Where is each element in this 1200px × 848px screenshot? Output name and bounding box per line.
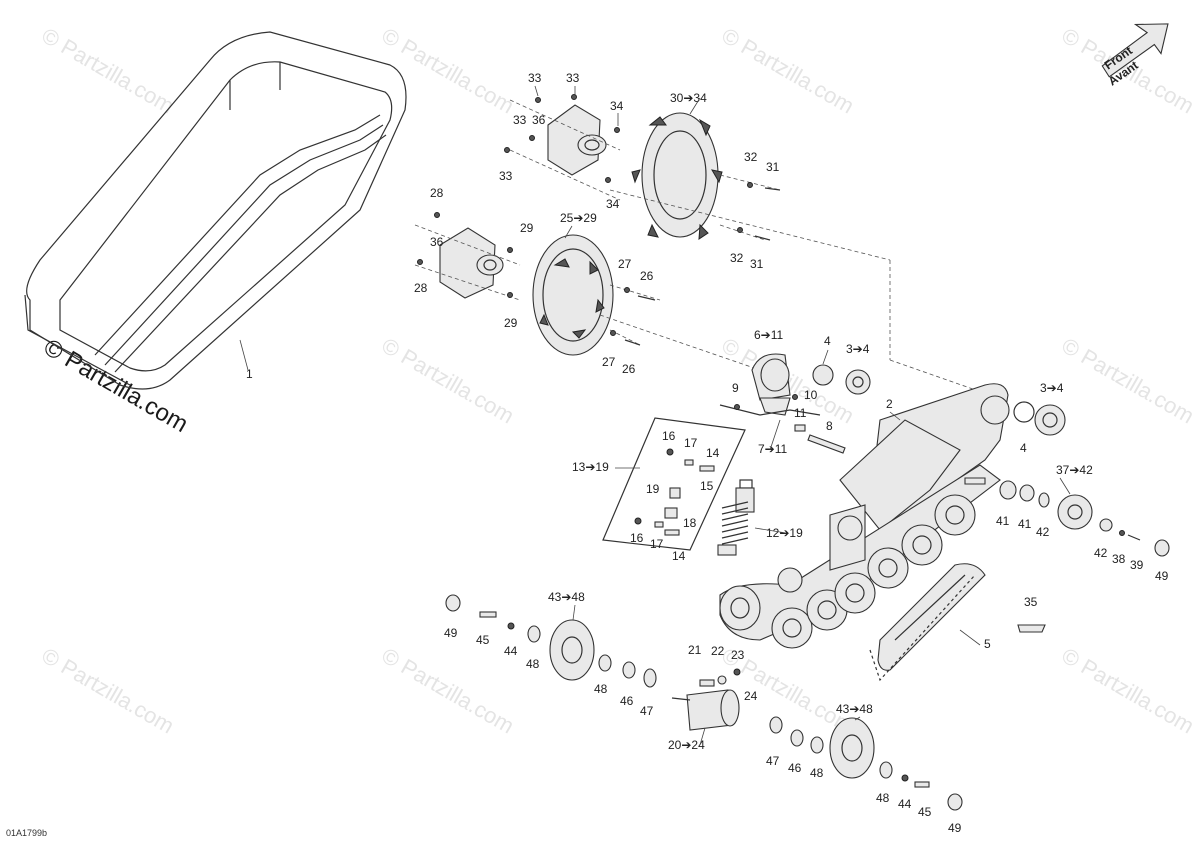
callout: 16	[630, 531, 644, 545]
callout: 36	[430, 235, 444, 249]
callout: 33	[499, 169, 513, 183]
callout: 45	[918, 805, 932, 819]
callout: 49	[444, 626, 458, 640]
shock-drawing	[602, 417, 755, 556]
callout: 34	[610, 99, 624, 113]
callout: 11	[794, 406, 807, 420]
callout: 17	[684, 436, 698, 450]
callout: 44	[504, 644, 518, 658]
slide-guide-drawing	[869, 563, 1046, 682]
callout: 37➔42	[1056, 463, 1093, 477]
watermark: © Partzilla.com	[378, 333, 519, 429]
callout: 10	[804, 388, 818, 402]
callout: 21	[688, 643, 702, 657]
callout: 23	[731, 648, 745, 662]
callout: 25➔29	[560, 211, 597, 225]
callout: 32	[730, 251, 744, 265]
callout: 3➔4	[846, 342, 870, 356]
callout: 9	[732, 381, 739, 395]
callout: 1	[246, 367, 253, 381]
callout: 49	[1155, 569, 1169, 583]
callout: 47	[640, 704, 654, 718]
callout: 43➔48	[548, 590, 585, 604]
callout: 48	[810, 766, 824, 780]
callout: 5	[984, 637, 991, 651]
callout: 7➔11	[758, 442, 788, 456]
watermark: © Partzilla.com	[378, 643, 519, 739]
callout: 26	[622, 362, 636, 376]
callout: 4	[824, 334, 831, 348]
callout: 20➔24	[668, 738, 705, 752]
callout: 27	[602, 355, 616, 369]
callout: 22	[711, 644, 725, 658]
lower-sprocket-drawing	[414, 212, 761, 371]
callout: 34	[606, 197, 620, 211]
callout: 46	[788, 761, 802, 775]
watermark: © Partzilla.com	[1058, 333, 1199, 429]
watermark: © Partzilla.com	[38, 643, 179, 739]
callout: 15	[700, 479, 714, 493]
callout: 18	[683, 516, 697, 530]
callout: 32	[744, 150, 758, 164]
callout: 43➔48	[836, 702, 873, 716]
callout: 16	[662, 429, 676, 443]
callout: 38	[1112, 552, 1126, 566]
upper-sprocket-drawing	[504, 94, 991, 396]
callout: 26	[640, 269, 654, 283]
diagram-code: 01A1799b	[6, 828, 47, 838]
callout: 35	[1024, 595, 1038, 609]
callout: 13➔19	[572, 460, 609, 474]
callout: 48	[594, 682, 608, 696]
callout: 4	[1020, 441, 1027, 455]
callout: 27	[618, 257, 632, 271]
track-drawing	[24, 31, 407, 390]
callout: 28	[430, 186, 444, 200]
watermark: © Partzilla.com	[378, 23, 519, 119]
callout: 6➔11	[754, 328, 784, 342]
callout: 2	[886, 397, 893, 411]
callout: 19	[646, 482, 660, 496]
callout: 31	[766, 160, 780, 174]
callout: 17	[650, 537, 664, 551]
idler-drawing	[445, 594, 963, 811]
callout: 30➔34	[670, 91, 707, 105]
callout: 39	[1130, 558, 1144, 572]
callout: 3➔4	[1040, 381, 1064, 395]
callout: 14	[672, 549, 686, 563]
callout: 48	[876, 791, 890, 805]
callout: 24	[744, 689, 758, 703]
callout: 49	[948, 821, 962, 835]
callout: 45	[476, 633, 490, 647]
callout: 33	[566, 71, 580, 85]
callout: 44	[898, 797, 912, 811]
callout: 42	[1036, 525, 1050, 539]
watermark: © Partzilla.com	[1058, 643, 1199, 739]
watermark: © Partzilla.com	[718, 23, 859, 119]
callout: 48	[526, 657, 540, 671]
frame-drawing	[719, 383, 1170, 649]
callout: 33	[528, 71, 542, 85]
callout: 28	[414, 281, 428, 295]
callout: 31	[750, 257, 764, 271]
callout-layer: 1 2 3➔4 3➔4 4 4 5 6➔11 7➔11 8 9 10 11 12…	[246, 71, 1169, 835]
callout: 8	[826, 419, 833, 433]
callout: 14	[706, 446, 720, 460]
callout: 47	[766, 754, 780, 768]
callout: 33	[513, 113, 527, 127]
callout: 46	[620, 694, 634, 708]
pivot-drawing	[719, 353, 871, 454]
callout: 36	[532, 113, 546, 127]
callout: 42	[1094, 546, 1108, 560]
callout: 29	[520, 221, 534, 235]
callout: 41	[996, 514, 1010, 528]
watermark: © Partzilla.com	[38, 23, 179, 119]
leader-lines	[534, 85, 1071, 746]
callout: 41	[1018, 517, 1032, 531]
callout: 29	[504, 316, 518, 330]
